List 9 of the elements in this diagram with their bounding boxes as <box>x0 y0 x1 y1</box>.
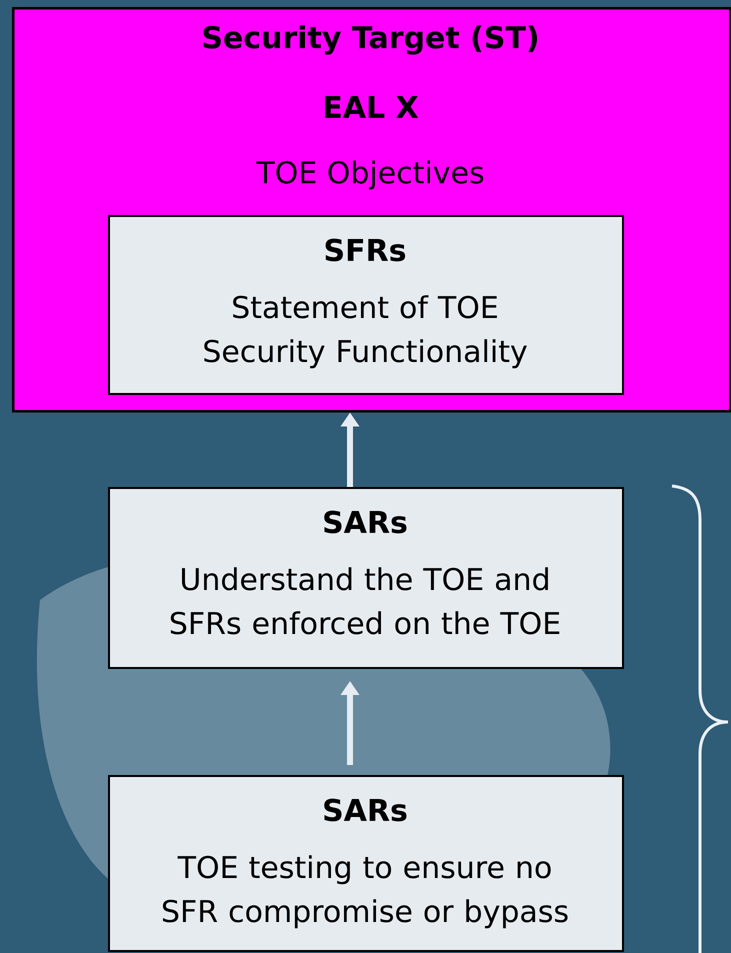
heading: Security Target (ST) <box>204 25 538 55</box>
box-text: Understand the TOE and SFRs enforced on the TOE <box>170 567 560 634</box>
box-heading: SARs <box>324 510 406 534</box>
box-heading: SARs <box>324 798 406 822</box>
level-label: EAL X <box>325 96 418 118</box>
box-heading: SFRs <box>326 238 406 262</box>
box-text: TOE testing to ensure no SFR compromise or bypass <box>162 855 568 928</box>
subheading: TOE Objectives <box>256 160 484 190</box>
box-text: Statement of TOE Security Functionality <box>204 295 527 368</box>
